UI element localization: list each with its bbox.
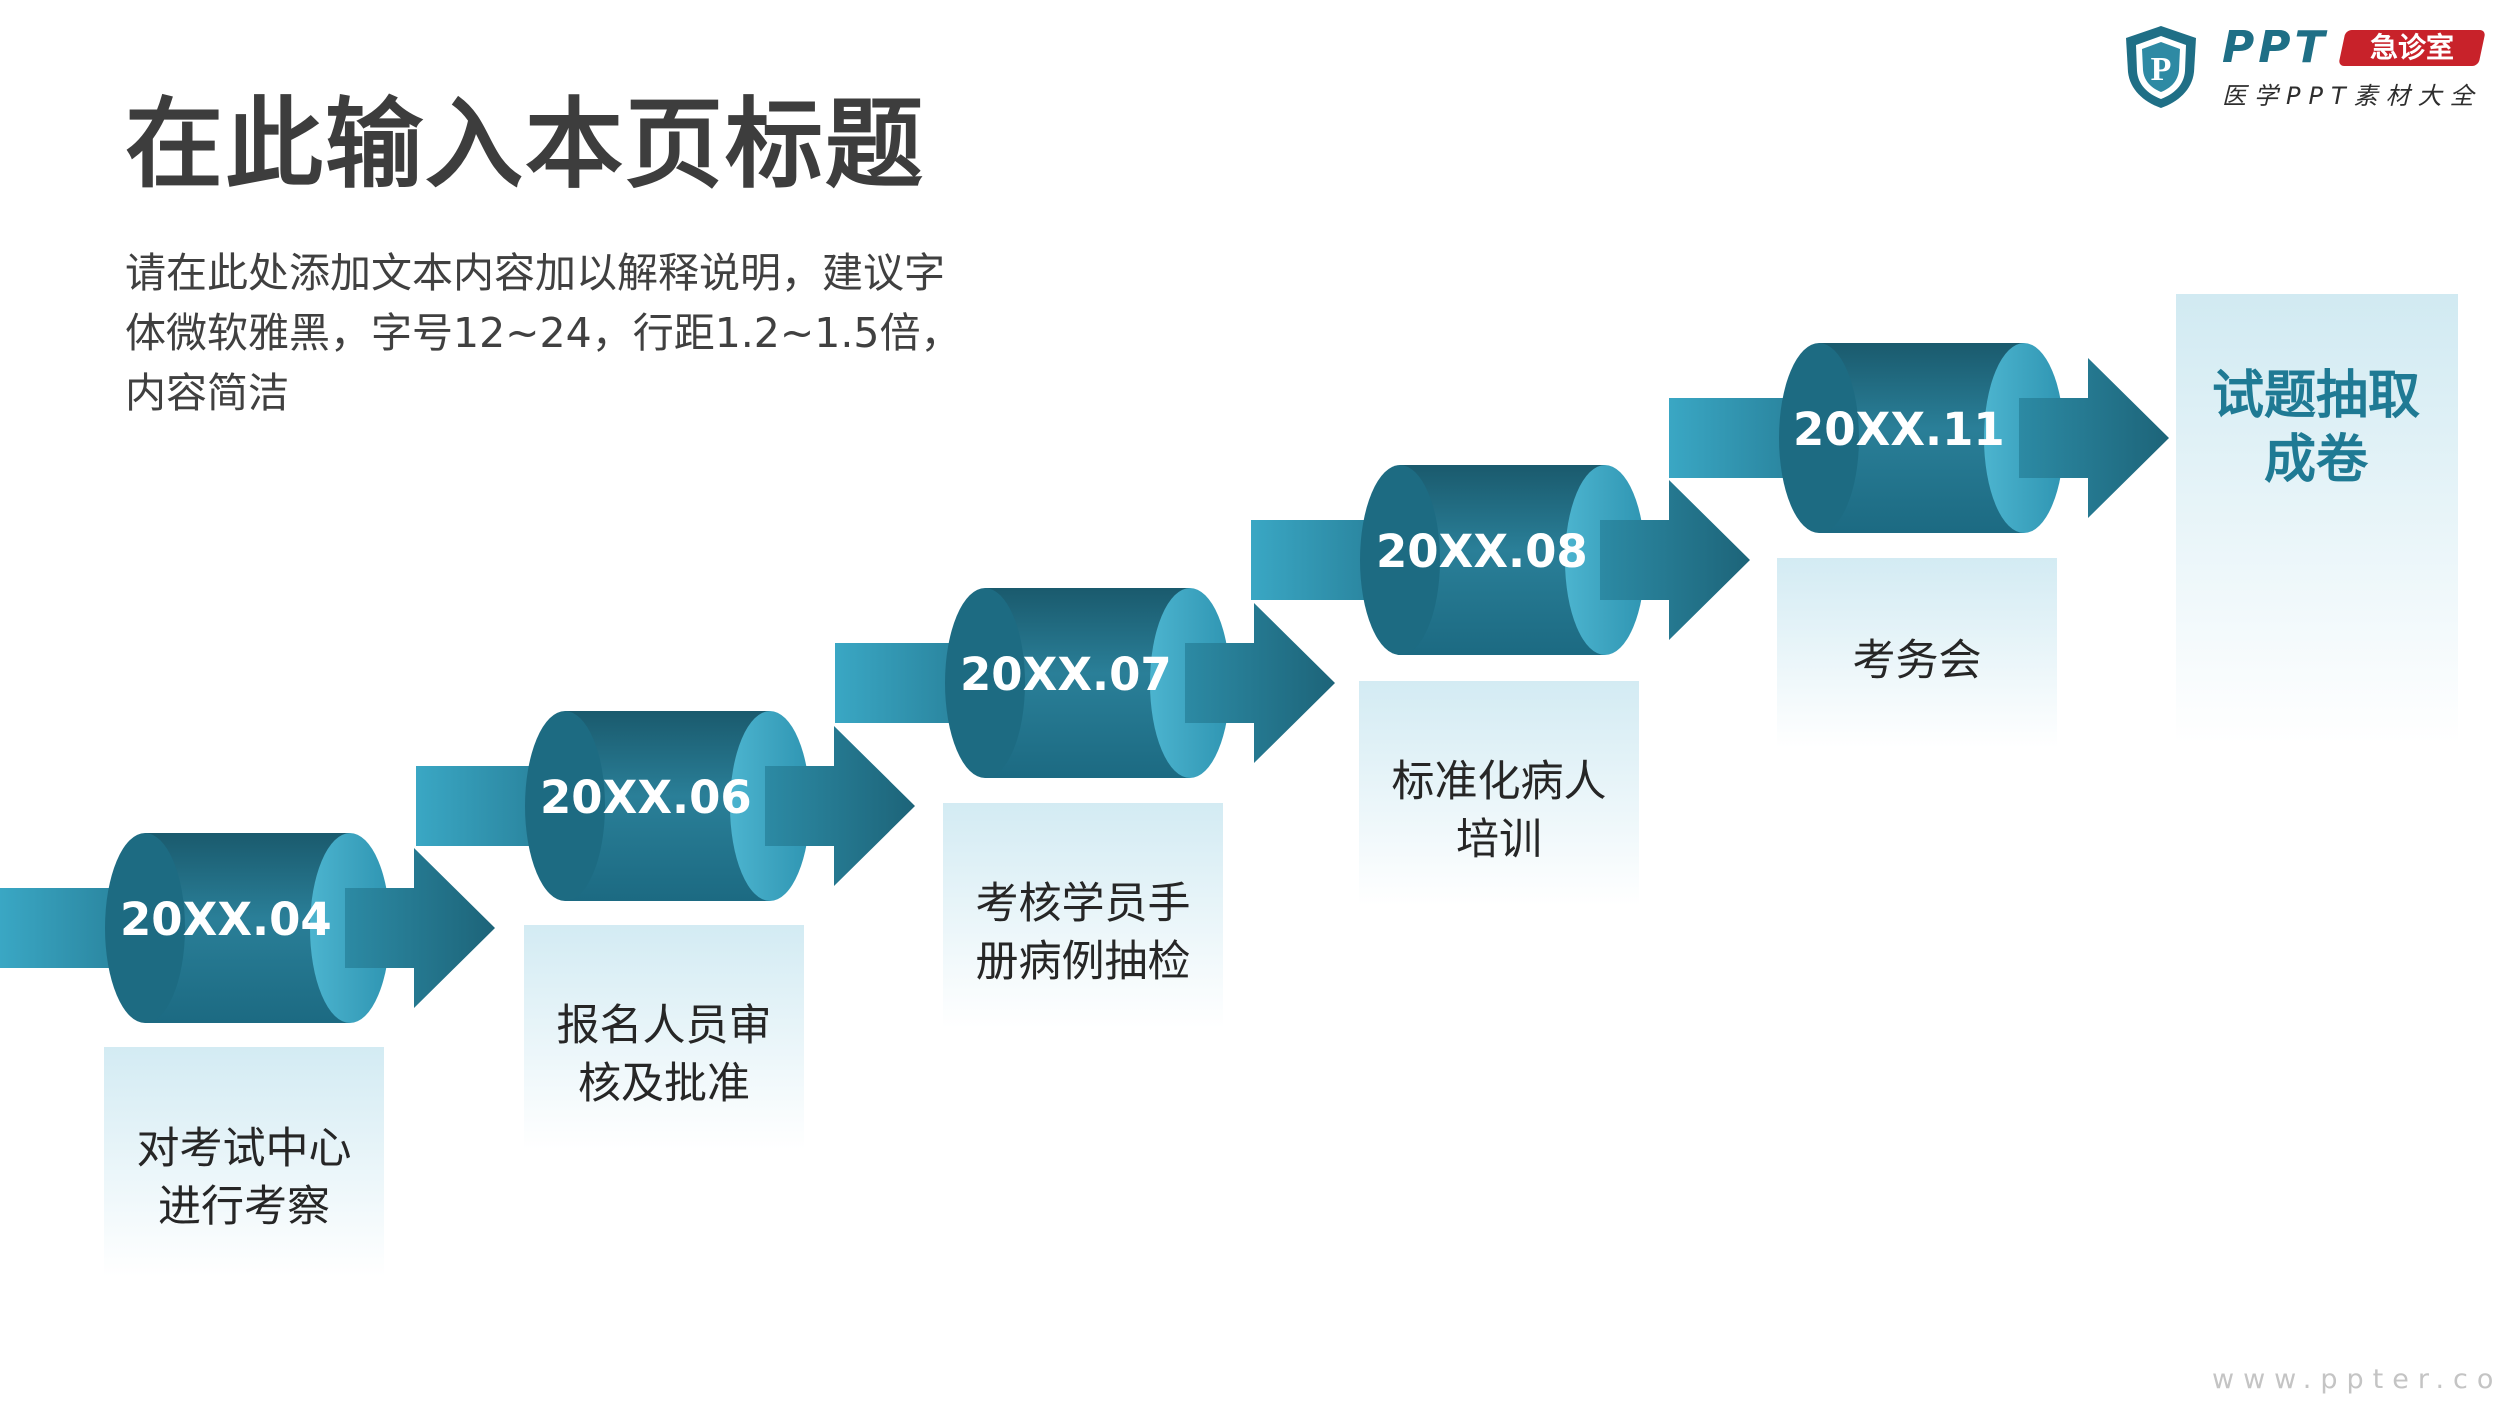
subtitle-line-3: 内容简洁 bbox=[125, 369, 289, 417]
step-1-label-line-1: 对考试中心 bbox=[136, 1124, 352, 1174]
step-1-label-line-2: 进行考察 bbox=[158, 1182, 330, 1232]
step-2-label-box bbox=[524, 925, 804, 1150]
footer-url: www.ppter.com bbox=[2212, 1364, 2500, 1395]
step-5-label-box bbox=[1777, 558, 2057, 748]
step-2-label: 报名人员审 核及批准 bbox=[524, 997, 804, 1113]
final-label-line-1: 试题抽取 bbox=[2211, 366, 2420, 426]
timeline-step-5: 20XX.11 bbox=[1669, 343, 2169, 748]
step-2-date: 20XX.06 bbox=[540, 771, 752, 824]
final-result-box bbox=[2176, 294, 2458, 744]
subtitle-line-1: 请在此处添加文本内容加以解释说明，建议字 bbox=[125, 249, 945, 297]
step-4-label-line-1: 标准化病人 bbox=[1391, 757, 1607, 807]
step-5-arrow bbox=[2019, 358, 2169, 518]
step-5-label-line-1: 考务会 bbox=[1852, 636, 1982, 686]
step-3-arrow bbox=[1185, 603, 1335, 763]
step-3-label-line-1: 考核学员手 bbox=[975, 879, 1191, 929]
page-title: 在此输入本页标题 bbox=[125, 88, 926, 202]
timeline-step-2: 20XX.06 bbox=[416, 711, 915, 1150]
step-2-label-line-1: 报名人员审 bbox=[556, 1001, 772, 1051]
step-3-date: 20XX.07 bbox=[960, 648, 1172, 701]
subtitle-line-2: 体微软雅黑，字号12~24，行距1.2~1.5倍， bbox=[125, 309, 962, 357]
timeline-step-3: 20XX.07 bbox=[835, 588, 1335, 1028]
logo-tagline: 医学PPT素材大全 bbox=[2222, 82, 2482, 110]
timeline-step-1: 20XX.04 bbox=[0, 833, 495, 1277]
shield-letter: P bbox=[2151, 51, 2172, 88]
brand-logo: P PPT 急诊室 医学PPT素材大全 bbox=[2122, 22, 2486, 114]
step-1-date: 20XX.04 bbox=[120, 893, 332, 946]
subtitle-text: 请在此处添加文本内容加以解释说明，建议字 体微软雅黑，字号12~24，行距1.2… bbox=[125, 243, 1005, 423]
step-4-arrow bbox=[1600, 480, 1750, 640]
final-result-label: 试题抽取 成卷 bbox=[2176, 364, 2456, 492]
step-2-label-line-2: 核及批准 bbox=[578, 1059, 750, 1109]
step-1-arrow bbox=[345, 848, 495, 1008]
step-3-label: 考核学员手 册病例抽检 bbox=[943, 875, 1223, 991]
step-5-date: 20XX.11 bbox=[1793, 403, 2005, 456]
shield-logo-icon: P bbox=[2126, 26, 2196, 108]
step-1-label-box bbox=[104, 1047, 384, 1277]
step-2-arrow bbox=[765, 726, 915, 886]
step-4-date: 20XX.08 bbox=[1376, 525, 1588, 578]
final-label-line-2: 成卷 bbox=[2263, 430, 2368, 490]
step-4-label-box bbox=[1359, 681, 1639, 906]
step-3-label-box bbox=[943, 803, 1223, 1028]
timeline-step-4: 20XX.08 bbox=[1251, 465, 1750, 906]
step-4-label: 标准化病人 培训 bbox=[1359, 753, 1639, 869]
step-1-label: 对考试中心 进行考察 bbox=[104, 1120, 384, 1236]
step-4-label-line-2: 培训 bbox=[1456, 815, 1542, 865]
step-5-label: 考务会 bbox=[1777, 632, 2057, 690]
logo-brand-text: PPT bbox=[2222, 22, 2329, 73]
step-3-label-line-2: 册病例抽检 bbox=[975, 937, 1191, 987]
